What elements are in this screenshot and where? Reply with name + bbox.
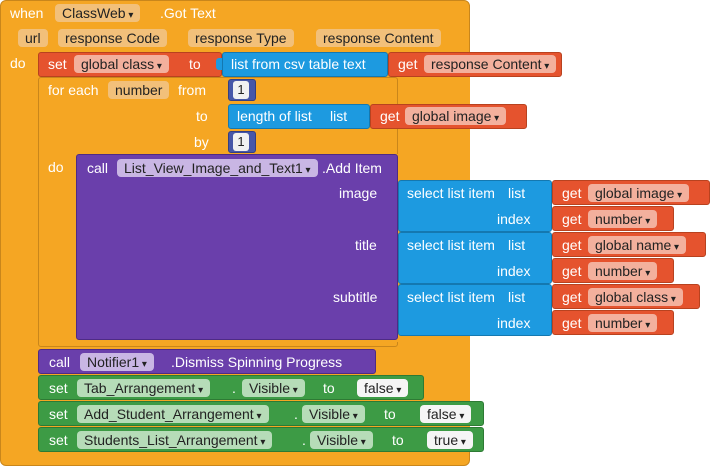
param-response-type[interactable]: response Type <box>188 29 294 47</box>
listview-component-dropdown[interactable]: List_View_Image_and_Text1 <box>117 159 318 177</box>
get-row1-index-label: get <box>562 263 582 279</box>
select-label-0: select list item <box>407 185 495 201</box>
set-row0-prop[interactable]: Visible <box>242 379 305 397</box>
row-subtitle-label: subtitle <box>333 289 378 305</box>
set-row2-prop[interactable]: Visible <box>310 431 373 449</box>
event-do-label: do <box>10 55 26 71</box>
set-row1-value[interactable]: false <box>420 405 472 423</box>
event-name: .Got Text <box>160 5 216 21</box>
select-index-2: index <box>497 315 531 331</box>
set-row0-label: set <box>49 380 68 396</box>
get-row2-list-label: get <box>562 289 582 305</box>
select-label-2: select list item <box>407 289 495 305</box>
set-row2-label: set <box>49 432 68 448</box>
length-of-list-label: length of list <box>237 108 312 124</box>
param-response-code[interactable]: response Code <box>58 29 167 47</box>
set-row1-label: set <box>49 406 68 422</box>
get-row2-index-label: get <box>562 315 582 331</box>
row-title-label: title <box>355 237 377 253</box>
add-item-method: .Add Item <box>322 160 382 176</box>
list-from-csv-label: list from csv table text <box>231 56 366 72</box>
set-row0-component[interactable]: Tab_Arrangement <box>77 379 211 397</box>
select-list-2: list <box>508 289 526 305</box>
set-to-label: to <box>189 56 201 72</box>
foreach-by-label: by <box>194 134 209 150</box>
csv-plug <box>216 58 222 70</box>
set-row0-to: to <box>323 380 335 396</box>
set-row1-dot: . <box>294 406 298 422</box>
set-row2-value[interactable]: true <box>427 431 473 449</box>
set-row0-dot: . <box>232 380 236 396</box>
param-url[interactable]: url <box>18 29 48 47</box>
length-list-label: list <box>330 108 348 124</box>
param-response-content[interactable]: response Content <box>316 29 441 47</box>
row-image-label: image <box>339 185 378 201</box>
foreach-to-label: to <box>196 108 208 124</box>
get-row0-index-label: get <box>562 211 582 227</box>
set-row1-prop[interactable]: Visible <box>302 405 365 423</box>
event-when-label: when <box>10 5 44 21</box>
set-label: set <box>48 56 67 72</box>
foreach-var-pill[interactable]: number <box>108 81 170 99</box>
list-from-csv-block[interactable] <box>222 52 388 77</box>
set-row2-component[interactable]: Students_List_Arrangement <box>77 431 273 449</box>
notifier-method: .Dismiss Spinning Progress <box>171 354 343 370</box>
foreach-from-label: from <box>178 82 206 98</box>
set-row1-component[interactable]: Add_Student_Arrangement <box>77 405 269 423</box>
get-row0-index-dropdown[interactable]: number <box>588 210 658 228</box>
get-row2-index-dropdown[interactable]: number <box>588 314 658 332</box>
notifier-component-dropdown[interactable]: Notifier1 <box>80 353 154 371</box>
select-index-1: index <box>497 263 531 279</box>
set-row2-to: to <box>392 432 404 448</box>
select-list-item-subtitle-block[interactable] <box>398 284 552 336</box>
set-row1-to: to <box>384 406 396 422</box>
set-row0-value[interactable]: false <box>357 379 409 397</box>
get-row2-list-dropdown[interactable]: global class <box>588 288 683 306</box>
select-list-0: list <box>508 185 526 201</box>
select-list-1: list <box>508 237 526 253</box>
get-label-2: get <box>380 108 400 124</box>
from-number-value[interactable]: 1 <box>233 81 249 99</box>
notifier-call-label: call <box>49 354 71 370</box>
select-list-item-image-block[interactable] <box>398 180 552 232</box>
length-of-list-block[interactable] <box>228 104 370 129</box>
call-add-item-block[interactable] <box>76 154 398 340</box>
foreach-label: for each <box>48 82 99 98</box>
global-var-dropdown[interactable]: global class <box>74 55 169 73</box>
get-global-image-dropdown[interactable]: global image <box>405 107 507 125</box>
get-row0-list-label: get <box>562 185 582 201</box>
select-index-0: index <box>497 211 531 227</box>
by-number-value[interactable]: 1 <box>233 133 249 151</box>
select-label-1: select list item <box>407 237 495 253</box>
select-list-item-title-block[interactable] <box>398 232 552 284</box>
get-row1-index-dropdown[interactable]: number <box>588 262 658 280</box>
foreach-do-label: do <box>48 159 64 175</box>
event-component-dropdown[interactable]: ClassWeb <box>55 4 141 22</box>
get-row0-list-dropdown[interactable]: global image <box>588 184 690 202</box>
get-row1-list-label: get <box>562 237 582 253</box>
set-row2-dot: . <box>302 432 306 448</box>
call-label: call <box>87 160 109 176</box>
get-row1-list-dropdown[interactable]: global name <box>588 236 687 254</box>
get-label: get <box>398 56 418 72</box>
get-var-dropdown[interactable]: response Content <box>424 55 557 73</box>
